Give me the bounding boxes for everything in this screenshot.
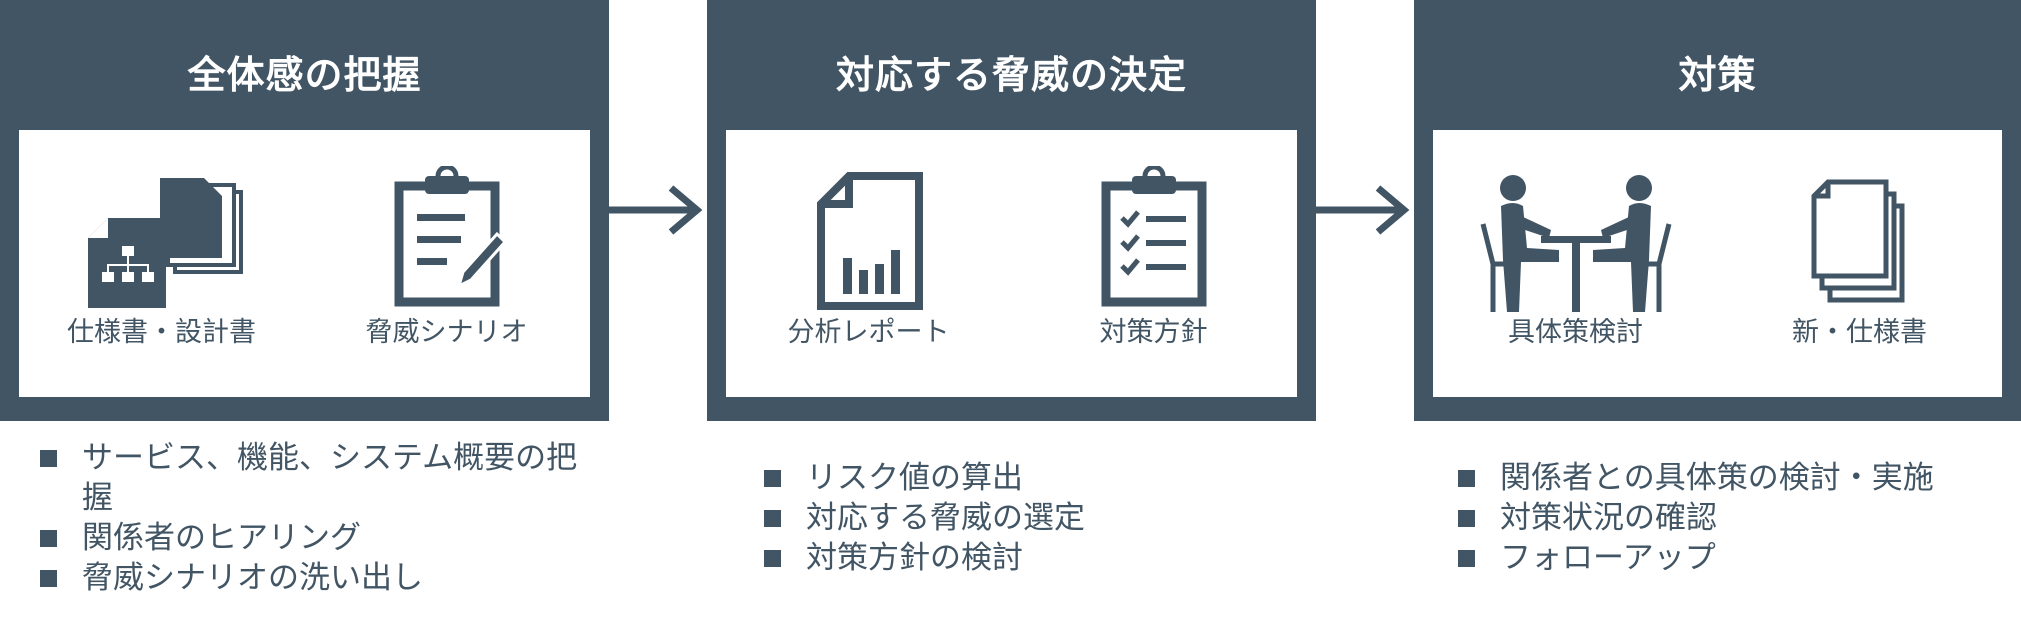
bullet-square-icon <box>40 530 57 547</box>
meeting-icon <box>1480 175 1671 312</box>
list-item: 関係者との具体策の検討・実施 <box>1456 458 1934 498</box>
documents-stack-icon <box>1811 179 1904 303</box>
checklist-icon <box>1101 166 1206 307</box>
item-spec-documents: 仕様書・設計書 <box>19 130 304 397</box>
item-analysis-report: 分析レポート <box>726 130 1011 397</box>
item-threat-scenario: 脅威シナリオ <box>304 130 589 397</box>
list-item: 脅威シナリオの洗い出し <box>38 558 592 598</box>
panel-countermeasures: 対策 具体策検討 <box>1414 0 2021 421</box>
item-countermeasure-policy: 対策方針 <box>1011 130 1296 397</box>
list-item: リスク値の算出 <box>762 458 1085 498</box>
bullet-square-icon <box>1458 470 1475 487</box>
bullet-square-icon <box>1458 550 1475 567</box>
panel-title: 対応する脅威の決定 <box>835 53 1187 97</box>
clipboard-pen-icon <box>394 166 507 307</box>
item-label: 分析レポート <box>787 317 950 348</box>
bullet-square-icon <box>764 470 781 487</box>
bullet-square-icon <box>764 510 781 527</box>
item-label: 対策方針 <box>1099 317 1208 348</box>
arrow-right-icon <box>609 185 703 235</box>
panel-threat-decision: 対応する脅威の決定 分析レポート <box>707 0 1316 421</box>
item-label: 具体策検討 <box>1508 317 1643 348</box>
list-item: サービス、機能、システム概要の把握 <box>38 438 592 518</box>
bullet-list-overview: サービス、機能、システム概要の把握 関係者のヒアリング 脅威シナリオの洗い出し <box>38 438 592 598</box>
bullet-square-icon <box>40 450 57 467</box>
arrow-right-icon <box>1316 185 1410 235</box>
list-item: 関係者のヒアリング <box>38 518 592 558</box>
bullet-square-icon <box>764 550 781 567</box>
bullet-list-countermeasures: 関係者との具体策の検討・実施 対策状況の確認 フォローアップ <box>1456 458 1934 578</box>
bullet-list-threat-decision: リスク値の算出 対応する脅威の選定 対策方針の検討 <box>762 458 1085 578</box>
panel-content: 分析レポート 対策方針 <box>726 130 1297 397</box>
item-label: 仕様書・設計書 <box>67 317 256 348</box>
list-item: 対策状況の確認 <box>1456 498 1934 538</box>
item-label: 脅威シナリオ <box>365 317 528 348</box>
panel-overview: 全体感の把握 仕様書・設計書 <box>0 0 609 421</box>
panel-content: 仕様書・設計書 脅威シナリオ <box>19 130 590 397</box>
report-chart-icon <box>816 172 923 310</box>
panel-title: 全体感の把握 <box>187 53 422 97</box>
spec-documents-icon <box>87 178 243 308</box>
bullet-square-icon <box>1458 510 1475 527</box>
list-item: フォローアップ <box>1456 538 1934 578</box>
item-label: 新・仕様書 <box>1792 317 1927 348</box>
list-item: 対応する脅威の選定 <box>762 498 1085 538</box>
bullet-square-icon <box>40 570 57 587</box>
panel-content: 具体策検討 新・仕様書 <box>1433 130 2002 397</box>
list-item: 対策方針の検討 <box>762 538 1085 578</box>
panel-title: 対策 <box>1678 53 1757 97</box>
item-specific-measures: 具体策検討 <box>1433 130 1718 397</box>
item-new-specification: 新・仕様書 <box>1718 130 2001 397</box>
